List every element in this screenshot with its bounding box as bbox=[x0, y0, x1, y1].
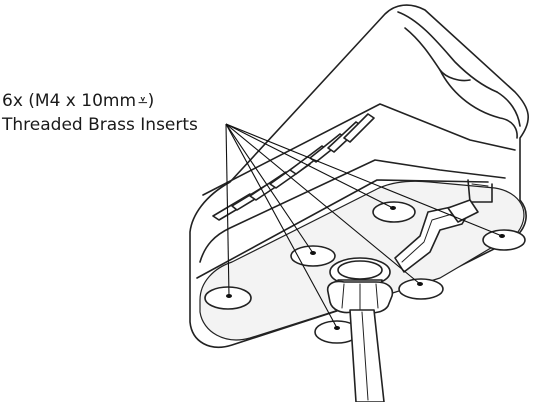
side-upper-seam bbox=[202, 103, 516, 196]
corner-notch bbox=[467, 179, 493, 203]
lip-contour bbox=[439, 69, 518, 139]
leader-line bbox=[225, 123, 421, 285]
gland-nut-facets bbox=[341, 283, 379, 313]
top-edge-contour bbox=[397, 11, 498, 93]
callout-line-1: 6x (M4 x 10mm⩡) bbox=[2, 91, 154, 111]
side-lower-seam bbox=[199, 159, 506, 263]
vent-slots bbox=[212, 113, 375, 221]
callout-close-paren: ) bbox=[148, 91, 155, 111]
insert-boss bbox=[398, 278, 444, 300]
gland-ring bbox=[337, 260, 383, 280]
leader-line bbox=[225, 123, 230, 297]
insert-boss bbox=[482, 229, 526, 251]
cable-gland bbox=[326, 257, 394, 314]
cable-highlight bbox=[361, 311, 369, 401]
base-edge-line bbox=[196, 179, 489, 279]
insert-boss bbox=[372, 201, 416, 223]
mounting-bracket bbox=[394, 199, 479, 273]
cable bbox=[349, 309, 385, 403]
callout-size-text: 6x (M4 x 10mm bbox=[2, 91, 136, 111]
insert-boss bbox=[204, 286, 252, 310]
vent-slot bbox=[343, 113, 375, 143]
bracket-inner-edge bbox=[401, 213, 453, 263]
leader-line bbox=[225, 123, 338, 329]
leader-lines bbox=[225, 123, 503, 329]
lip-edge bbox=[496, 91, 521, 127]
insert-bosses bbox=[204, 201, 526, 344]
callout-line-2: Threaded Brass Inserts bbox=[1, 115, 198, 135]
insert-boss bbox=[290, 245, 336, 267]
leader-line bbox=[225, 123, 503, 237]
depth-symbol: ⩡ bbox=[138, 91, 148, 111]
leader-line bbox=[225, 123, 394, 209]
leader-line bbox=[225, 123, 314, 254]
notch-detail bbox=[471, 183, 489, 187]
